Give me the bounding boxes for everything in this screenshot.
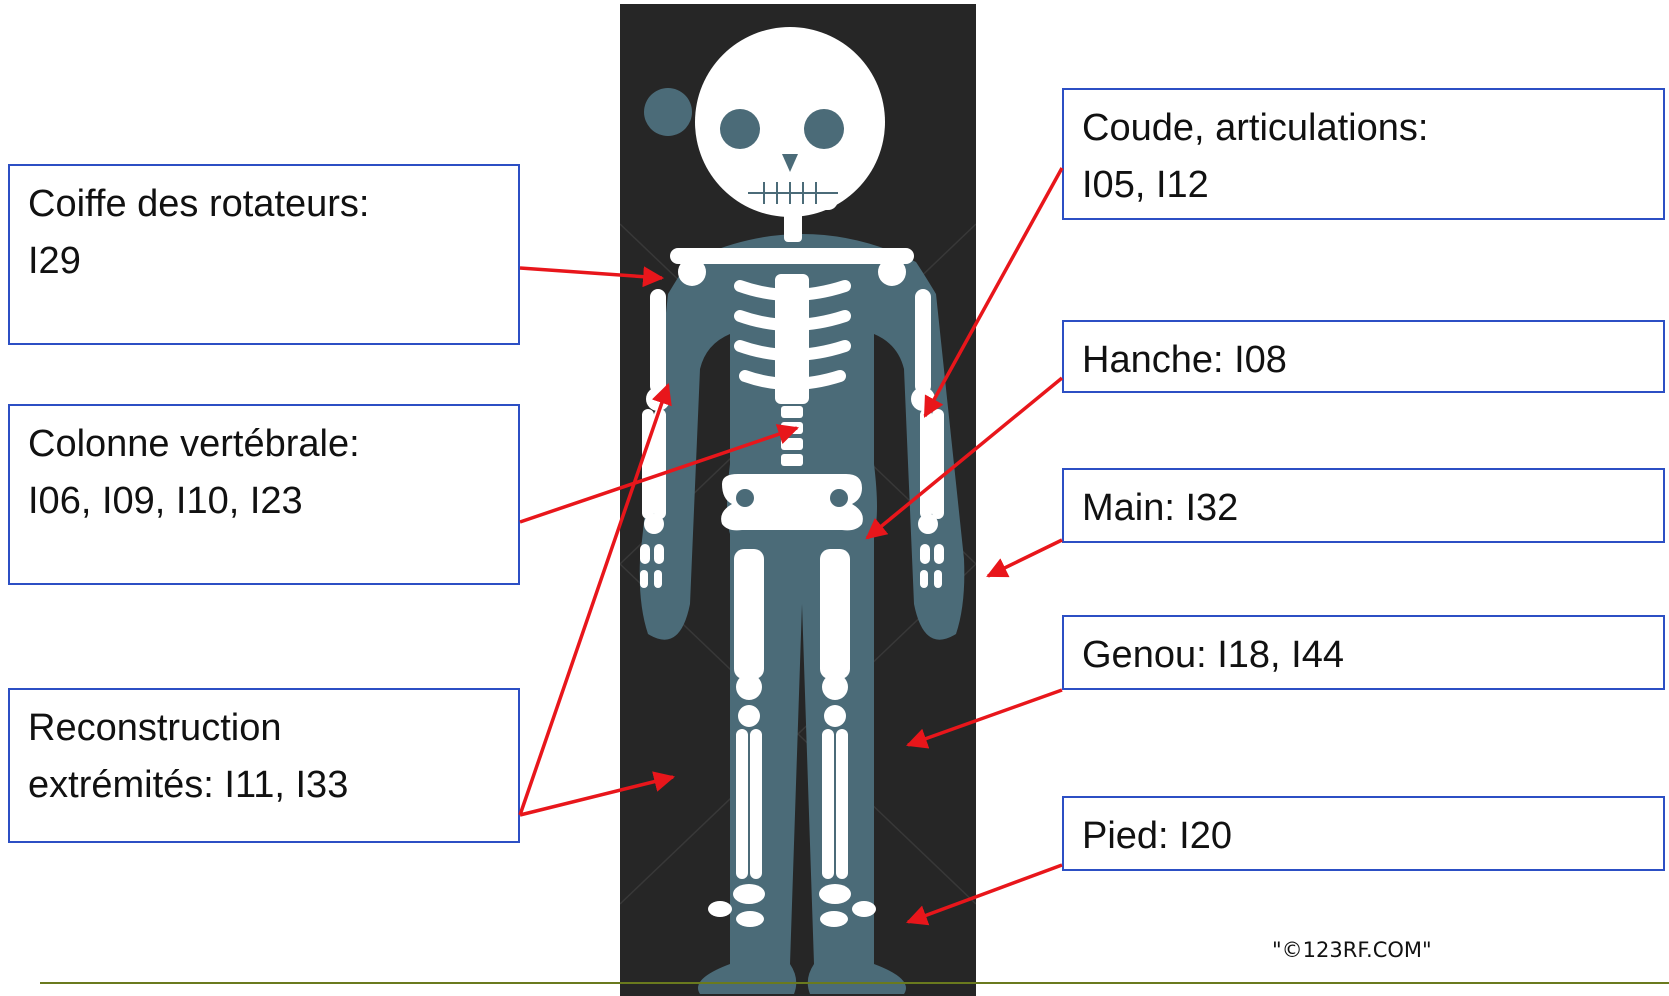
label-text: Main: I32	[1082, 480, 1647, 537]
label-reconstruction-extremites: Reconstruction extrémités: I11, I33	[8, 688, 520, 843]
arrow-main	[988, 540, 1062, 576]
label-text: Coiffe des rotateurs:	[28, 176, 502, 233]
label-main: Main: I32	[1062, 468, 1665, 543]
label-pied: Pied: I20	[1062, 796, 1665, 871]
copyright-credit: "©123RF.COM"	[1272, 938, 1432, 962]
label-colonne-vertebrale: Colonne vertébrale: I06, I09, I10, I23	[8, 404, 520, 585]
label-codes: extrémités: I11, I33	[28, 757, 502, 814]
label-hanche: Hanche: I08	[1062, 320, 1665, 393]
label-text: Hanche: I08	[1082, 332, 1647, 389]
label-genou: Genou: I18, I44	[1062, 615, 1665, 690]
skeleton-illustration	[620, 4, 976, 996]
label-codes: I29	[28, 233, 502, 290]
label-coude-articulations: Coude, articulations: I05, I12	[1062, 88, 1665, 220]
bottom-divider	[40, 982, 1669, 984]
label-text: Colonne vertébrale:	[28, 416, 502, 473]
label-text: Pied: I20	[1082, 808, 1647, 865]
label-coiffe-des-rotateurs: Coiffe des rotateurs: I29	[8, 164, 520, 345]
label-codes: I06, I09, I10, I23	[28, 473, 502, 530]
label-text: Coude, articulations:	[1082, 100, 1647, 157]
label-codes: I05, I12	[1082, 157, 1647, 214]
label-text: Genou: I18, I44	[1082, 627, 1647, 684]
label-text: Reconstruction	[28, 700, 502, 757]
